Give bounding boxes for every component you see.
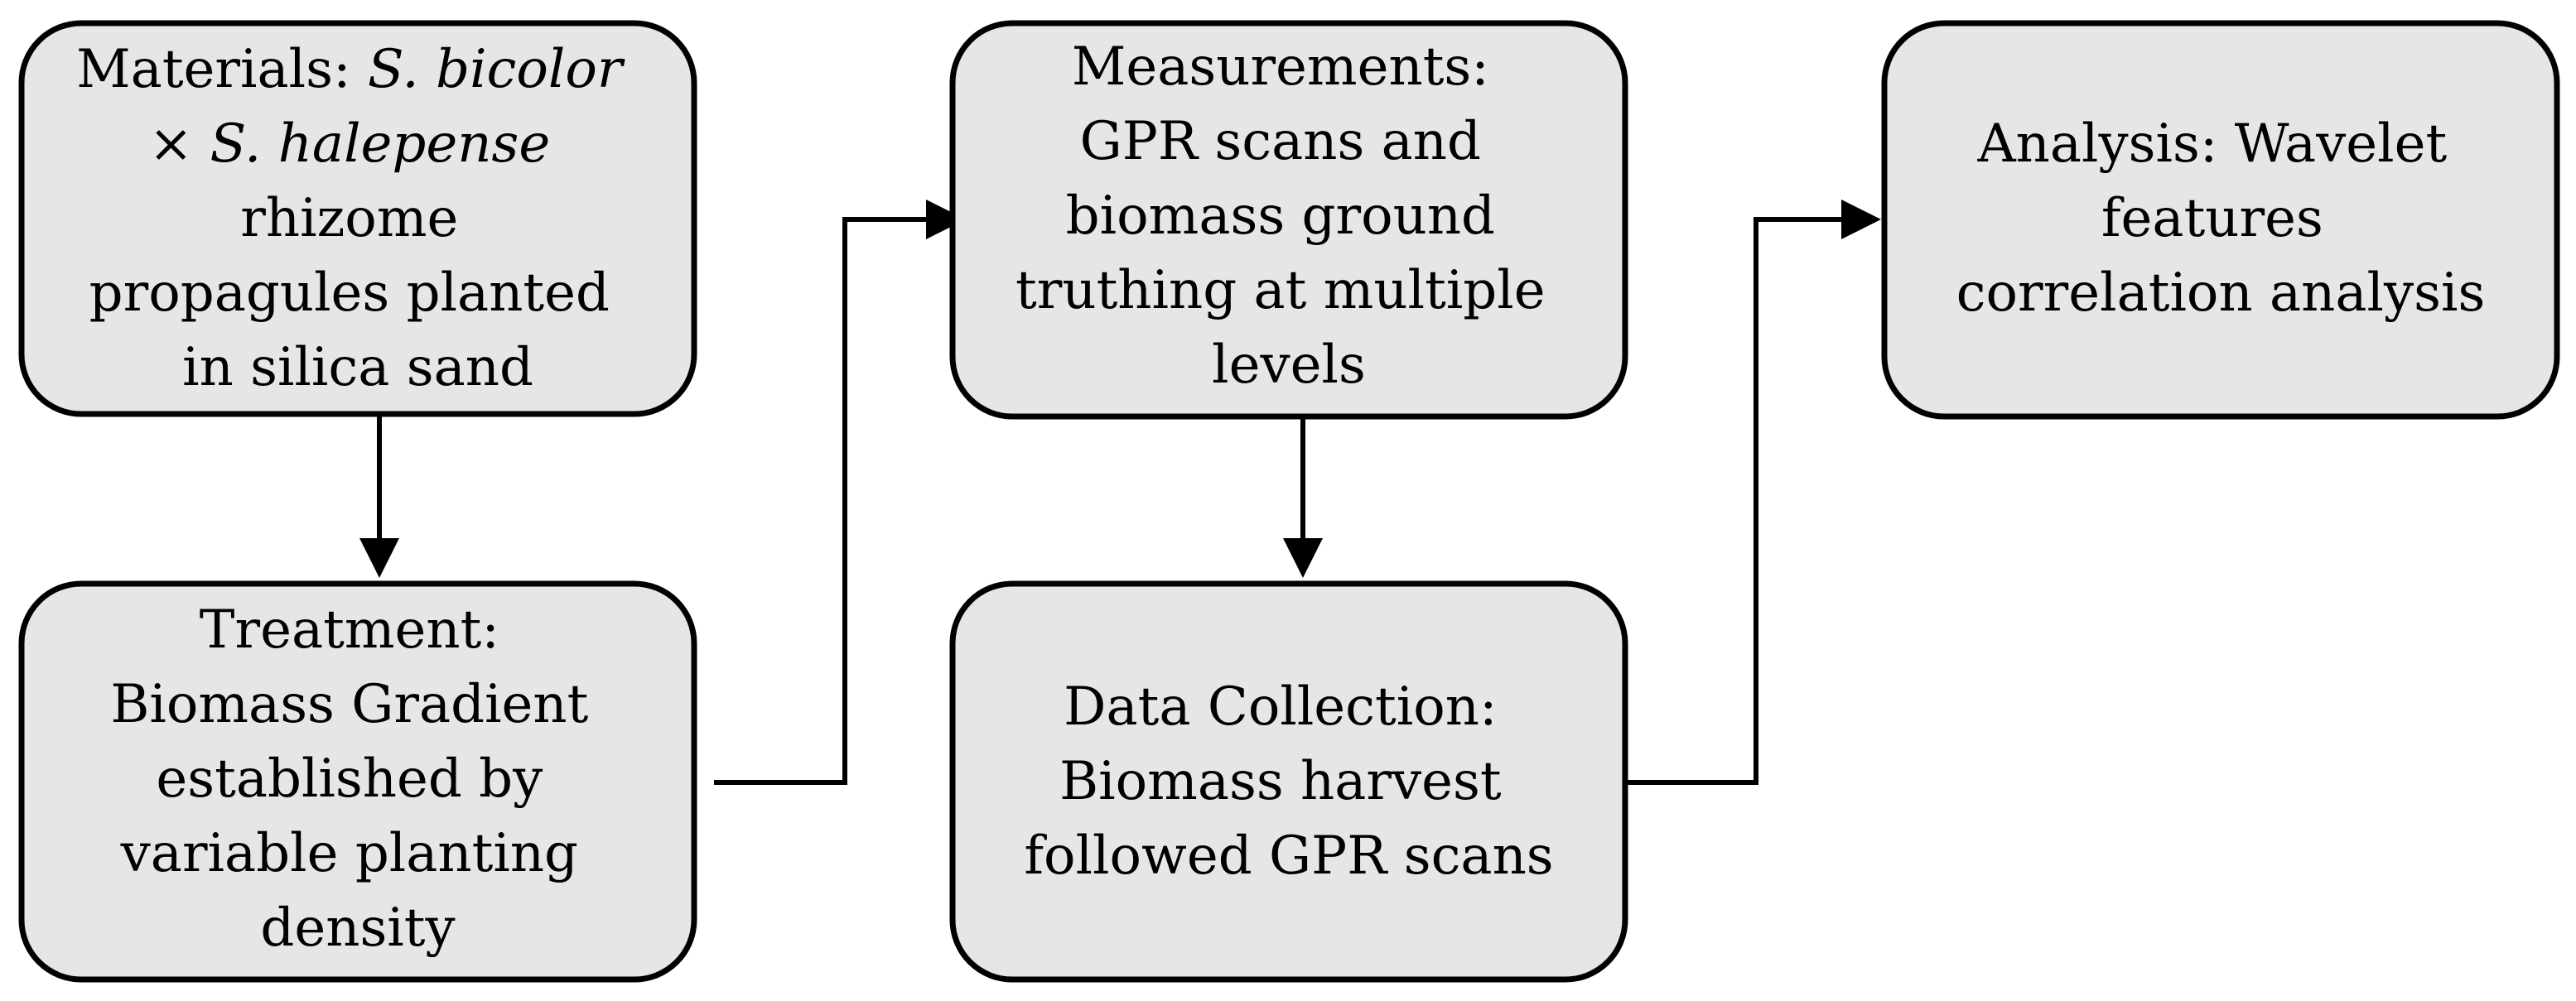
materials-line1-prefix: Materials: [76,39,368,100]
materials-line4: propagules planted [89,262,610,324]
measurements-line4: truthing at multiple [1015,260,1546,321]
measurements-box-frame [949,20,1628,420]
measurements-line2: GPR scans and [1080,111,1481,172]
measurements-line3: biomass ground [1066,185,1495,247]
data-collection-line3: followed GPR scans [1024,825,1553,887]
analysis-line3: correlation analysis [1956,262,2486,324]
measurements-line1: Measurements: [1072,36,1489,98]
analysis-box: Analysis: Wavelet features correlation a… [1881,20,2560,420]
measurements-box-text: Measurements: GPR scans and biomass grou… [1015,36,1562,396]
arrow-treatment-to-measurements [714,200,966,785]
materials-box-frame [18,20,697,417]
analysis-box-frame [1881,20,2560,420]
arrow-data-collection-to-analysis [1625,200,1881,785]
analysis-line2: features [2101,188,2323,249]
treatment-line1: Treatment: [200,599,499,661]
materials-line1-species: S. bicolor [368,39,625,100]
data-collection-box-text: Data Collection: Biomass harvest followe… [1024,676,1553,887]
treatment-box: Treatment: Biomass Gradient established … [18,580,697,983]
analysis-line1: Analysis: Wavelet [1976,113,2447,175]
materials-line2-species: S. halepense [210,113,550,175]
treatment-box-text: Treatment: Biomass Gradient established … [110,599,605,959]
materials-box-text: Materials: S. bicolor × S. halepense rhi… [76,39,639,398]
treatment-line4: variable planting [120,823,578,884]
measurements-line5: levels [1212,334,1366,396]
treatment-box-frame [18,580,697,983]
measurements-box: Measurements: GPR scans and biomass grou… [949,20,1628,420]
analysis-box-text: Analysis: Wavelet features correlation a… [1956,113,2486,324]
data-collection-box: Data Collection: Biomass harvest followe… [949,580,1628,983]
materials-box: Materials: S. bicolor × S. halepense rhi… [18,20,697,417]
data-collection-line1: Data Collection: [1064,676,1497,738]
materials-line5: in silica sand [182,337,533,398]
materials-line3: rhizome [240,188,458,249]
treatment-line5: density [260,898,455,959]
treatment-line2: Biomass Gradient [110,674,588,735]
data-collection-line2: Biomass harvest [1059,751,1502,812]
treatment-line3: established by [156,748,543,810]
data-collection-box-frame [949,580,1628,983]
materials-line2-prefix: × [148,113,210,175]
